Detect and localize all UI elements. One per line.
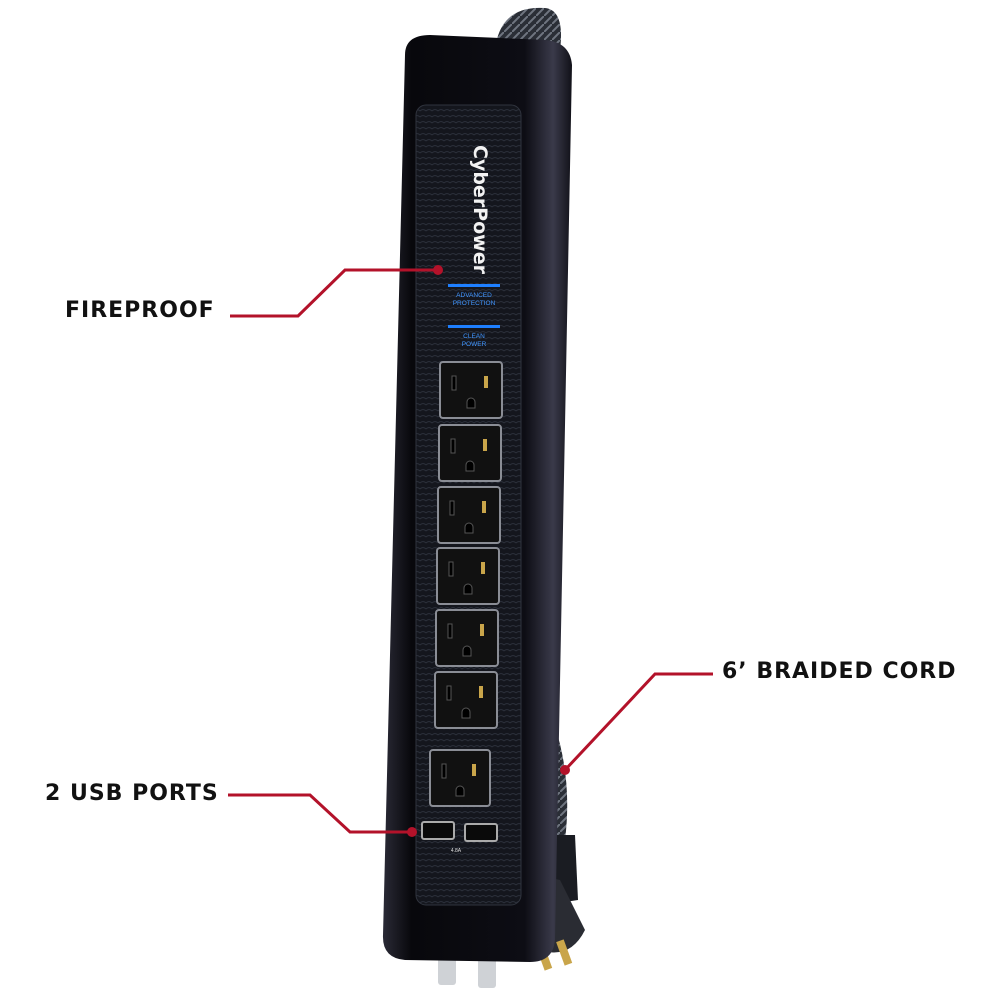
indicator-advanced-protection: ADVANCED PROTECTION — [448, 284, 500, 307]
callout-dot-fireproof — [433, 265, 443, 275]
usb-ports: 4.8A — [421, 821, 498, 854]
callout-line-cord — [563, 672, 713, 772]
callout-fireproof: FIREPROOF — [65, 298, 215, 323]
outlet — [437, 486, 501, 544]
outlet — [439, 361, 503, 419]
outlet — [434, 671, 498, 729]
svg-text:POWER: POWER — [462, 341, 487, 348]
indicator-clean-power: CLEAN POWER — [448, 325, 500, 348]
callout-dot-cord — [560, 765, 570, 775]
outlet — [435, 609, 499, 667]
outlet — [436, 547, 500, 605]
svg-text:PROTECTION: PROTECTION — [453, 300, 496, 307]
outlet — [429, 749, 491, 807]
svg-text:ADVANCED: ADVANCED — [456, 292, 492, 299]
outlets — [429, 361, 503, 807]
usb-rating: 4.8A — [451, 848, 462, 854]
callout-lines — [228, 268, 713, 834]
callout-line-usb — [228, 793, 412, 834]
callout-dot-usb — [407, 827, 417, 837]
brand-logo: CyberPower — [469, 145, 491, 275]
usb-port — [464, 823, 498, 842]
svg-text:CLEAN: CLEAN — [463, 333, 485, 340]
usb-port — [421, 821, 455, 840]
callout-usb-ports: 2 USB PORTS — [45, 781, 219, 806]
callout-line-fireproof — [230, 268, 438, 318]
callout-braided-cord: 6’ BRAIDED CORD — [722, 659, 957, 684]
outlet — [438, 424, 502, 482]
coax-connectors — [438, 955, 496, 988]
